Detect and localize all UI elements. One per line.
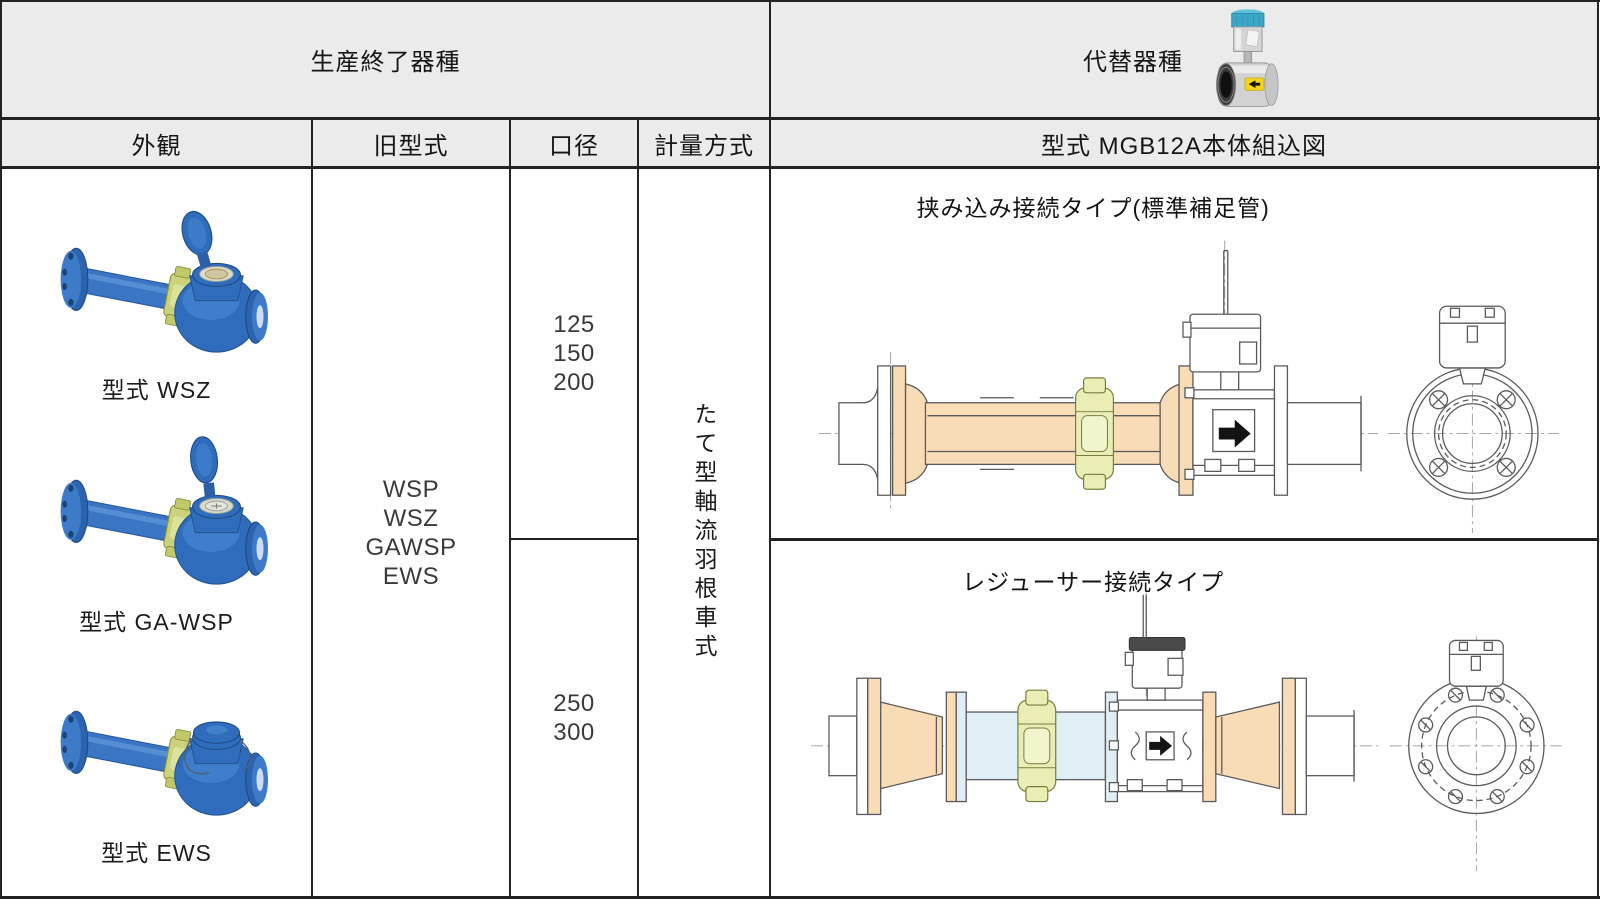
product-label-ga-wsp: 型式 GA-WSP	[79, 608, 234, 635]
measuring-method-text: たて型軸流羽根車式	[691, 402, 717, 663]
diameter-300: 300	[553, 719, 595, 746]
diameter-row-divider	[511, 538, 637, 540]
diameter-125: 125	[553, 311, 595, 338]
flow-direction-arrow	[1149, 735, 1173, 756]
open-lid	[180, 210, 212, 256]
antenna	[1142, 594, 1147, 638]
table-border-left	[0, 0, 2, 899]
product-label-wsz: 型式 WSZ	[101, 376, 212, 403]
old-model-ews: EWS	[382, 562, 440, 590]
product-figure-ews: 型式 EWS	[46, 650, 268, 868]
wsz-meter-photo	[60, 210, 268, 353]
diameter-250: 250	[553, 690, 595, 717]
column-header-measuring-method: 計量方式	[639, 120, 769, 166]
ga-wsp-meter-photo	[60, 435, 268, 585]
header-divider-2	[0, 166, 1600, 169]
measuring-method-cell: たて型軸流羽根車式	[639, 169, 769, 896]
old-models-cell: WSP WSZ GAWSP EWS	[313, 169, 509, 896]
diameter-large-cell: 250 300	[511, 540, 637, 896]
column-divider-3	[637, 117, 639, 896]
front-view	[1406, 305, 1539, 500]
measuring-method-label: 計量方式	[654, 132, 754, 160]
table-border-bottom	[0, 896, 1600, 899]
column-divider-4	[769, 0, 771, 896]
reducer-connection-diagram	[811, 592, 1563, 872]
diameter-label: 口径	[549, 132, 599, 160]
flow-direction-arrow	[1248, 79, 1261, 88]
product-figure-ga-wsp: 型式 GA-WSP	[46, 419, 268, 637]
flow-direction-arrow	[1218, 419, 1251, 448]
discontinued-models-header: 生産終了器種	[2, 2, 769, 117]
pipe-clamp-drawing	[1075, 377, 1114, 490]
old-model-wsz: WSZ	[383, 504, 439, 532]
open-lid	[189, 435, 218, 483]
reducer-connection-cell: レジューサー接続タイプ	[771, 541, 1597, 896]
column-header-old-model: 旧型式	[313, 120, 509, 166]
diameter-200: 200	[553, 369, 595, 396]
product-figure-wsz: 型式 WSZ	[46, 187, 268, 405]
reducer-connection-title: レジューサー接続タイプ	[962, 569, 1225, 595]
column-divider-1	[311, 117, 313, 896]
replacement-model-title: 代替器種	[1083, 49, 1183, 76]
diagram-row-divider	[771, 538, 1598, 541]
clamp-connection-cell: 挟み込み接続タイプ(標準補足管)	[771, 169, 1597, 538]
clamp-connection-title: 挟み込み接続タイプ(標準補足管)	[916, 195, 1270, 221]
mgb12a-flowmeter-photo	[1216, 8, 1279, 107]
diameter-150: 150	[553, 340, 595, 367]
product-label-ews: 型式 EWS	[101, 840, 212, 867]
clamp-connection-diagram	[819, 240, 1559, 534]
old-model-gawsp: GAWSP	[365, 533, 457, 561]
discontinued-models-title: 生産終了器種	[310, 49, 461, 76]
ews-meter-photo	[60, 710, 268, 816]
appearance-column: 型式 WSZ	[2, 169, 311, 896]
diameter-small-cell: 125 150 200	[511, 169, 637, 538]
header-divider-1	[0, 117, 1600, 120]
old-model-wsp: WSP	[382, 475, 440, 503]
seal-wire	[183, 736, 210, 775]
column-header-diameter: 口径	[511, 120, 637, 166]
appearance-label: 外観	[131, 132, 182, 160]
replacement-model-header: 代替器種	[771, 2, 1597, 117]
column-header-appearance: 外観	[2, 120, 311, 166]
column-header-diagram: 型式 MGB12A本体組込図	[771, 120, 1597, 166]
old-model-label: 旧型式	[373, 132, 449, 160]
diagram-header-label: 型式 MGB12A本体組込図	[1040, 132, 1328, 160]
front-view	[1408, 639, 1545, 815]
pipe-clamp-drawing	[1017, 689, 1057, 803]
antenna	[1223, 249, 1229, 315]
table-border-top	[0, 0, 1600, 2]
table-border-right	[1597, 0, 1599, 899]
column-divider-2	[509, 117, 511, 896]
